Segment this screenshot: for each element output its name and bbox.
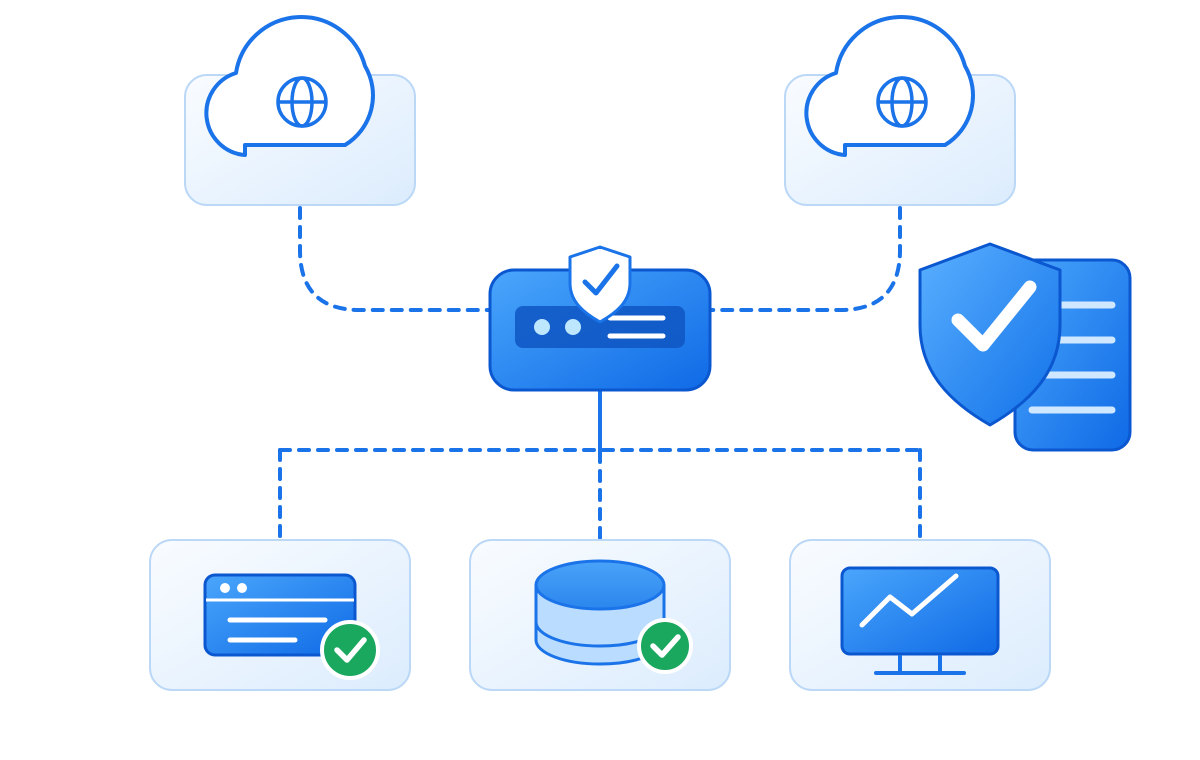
cloud-icon [204, 15, 375, 157]
cloud-icon [804, 15, 975, 157]
analytics-monitor-icon [840, 566, 1000, 675]
globe-icon [876, 76, 928, 128]
status-indicator-icon [534, 319, 550, 335]
gateway-node [488, 245, 712, 392]
app-node [149, 539, 411, 691]
connectors [278, 206, 922, 542]
security-policy-node [918, 242, 1132, 452]
database-icon [534, 559, 666, 666]
shield-check-icon [918, 242, 1062, 427]
link-cloud-right-gateway [708, 206, 902, 312]
globe-icon [276, 76, 328, 128]
monitor-node [789, 539, 1051, 691]
check-badge-icon [637, 618, 693, 674]
cloud-node-left [184, 15, 416, 206]
shield-check-icon [568, 245, 632, 324]
link-cloud-left-gateway [298, 206, 492, 312]
database-node [469, 539, 731, 691]
cloud-node-right [784, 15, 1016, 206]
check-badge-icon [320, 620, 380, 680]
browser-window-icon [203, 573, 357, 657]
status-indicator-icon [565, 319, 581, 335]
